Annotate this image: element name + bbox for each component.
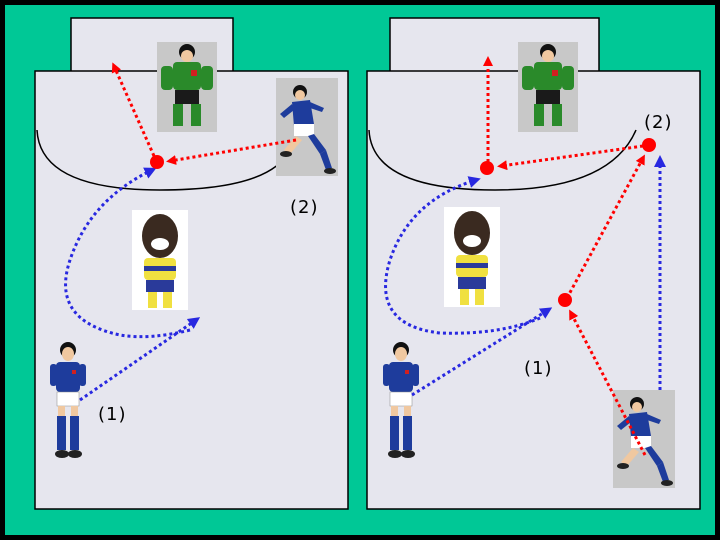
left-goalkeeper (157, 42, 217, 132)
right-penalty-arc (368, 129, 637, 191)
right-goalkeeper (518, 42, 578, 132)
left-label-2: (2) (290, 197, 319, 218)
left-forward (47, 339, 89, 491)
left-label-1: (1) (98, 404, 127, 425)
right-blue-run-2 (384, 176, 541, 335)
right-label-2: (2) (644, 112, 673, 133)
left-penalty-arc (36, 129, 291, 191)
left-receive-point (150, 155, 164, 169)
left-blue-run-2 (64, 167, 191, 339)
left-panel: (1) (2) (34, 17, 349, 510)
right-red-pass-2 (565, 154, 645, 299)
left-winger (276, 78, 338, 176)
right-label-1: (1) (524, 358, 553, 379)
right-defender (444, 207, 500, 307)
right-blue-run-1 (411, 307, 553, 397)
right-point-2 (642, 138, 656, 152)
left-defender (132, 210, 188, 310)
right-point-3 (480, 161, 494, 175)
right-red-pass-1 (569, 309, 647, 456)
right-winger (613, 390, 675, 488)
left-red-pass-shot (111, 62, 156, 157)
right-forward (380, 339, 422, 491)
right-point-1 (558, 293, 572, 307)
right-panel: (1) (2) (366, 17, 701, 510)
